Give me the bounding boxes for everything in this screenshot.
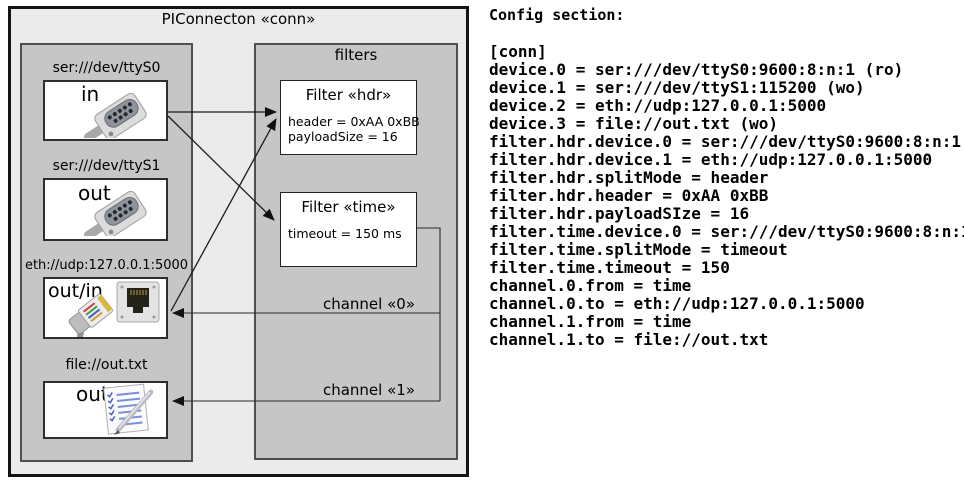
filter-title: Filter «time»	[301, 198, 396, 216]
config-line: filter.time.splitMode = timeout	[489, 240, 788, 259]
device-port-label: out	[76, 382, 109, 406]
device-url-label: eth://udp:127.0.0.1:5000	[24, 258, 189, 273]
config-heading: Config section:	[489, 6, 625, 24]
filter-box-hdr: Filter «hdr» header = 0xAA 0xBB payloadS…	[280, 80, 420, 155]
ethernet-jack-icon	[116, 281, 160, 323]
notepad-icon	[103, 383, 154, 435]
serial-connector-icon	[83, 190, 147, 236]
diagram-title: PIConnecton «conn»	[161, 10, 316, 28]
config-line: filter.hdr.splitMode = header	[489, 168, 769, 187]
filter-attributes: header = 0xAA 0xBB payloadSize = 16	[288, 114, 420, 144]
filter-attributes: timeout = 150 ms	[288, 226, 402, 242]
config-line: channel.0.to = eth://udp:127.0.0.1:5000	[489, 294, 865, 313]
config-line: filter.time.timeout = 150	[489, 258, 730, 277]
config-line: channel.0.from = time	[489, 276, 692, 295]
filter-attribute: payloadSize = 16	[288, 128, 398, 144]
channel-0-label: channel «0»	[322, 295, 415, 313]
device-url-label: ser:///dev/ttyS0	[52, 60, 161, 76]
config-line: channel.1.to = file://out.txt	[489, 330, 769, 349]
device-box-ttys0: in	[43, 80, 168, 141]
device-box-ttys1: out	[43, 178, 168, 241]
config-line: device.2 = eth://udp:127.0.0.1:5000	[489, 96, 827, 115]
filter-title: Filter «hdr»	[305, 86, 392, 104]
config-line: device.1 = ser:///dev/ttyS1:115200 (wo)	[489, 78, 865, 97]
device-port-label: out	[78, 181, 111, 205]
channel-1-label: channel «1»	[322, 381, 415, 399]
config-line: filter.hdr.device.1 = eth://udp:127.0.0.…	[489, 150, 933, 169]
device-port-label: in	[81, 82, 100, 106]
device-box-eth: out/in	[43, 277, 168, 339]
ethernet-plug-icon	[68, 293, 114, 337]
config-line: device.0 = ser:///dev/ttyS0:9600:8:n:1 (…	[489, 60, 904, 79]
filter-attribute: header = 0xAA 0xBB	[288, 114, 420, 129]
config-line: device.3 = file://out.txt (wo)	[489, 114, 778, 133]
config-line: channel.1.from = time	[489, 312, 692, 331]
device-port-label: out/in	[48, 280, 103, 302]
config-line: filter.hdr.header = 0xAA 0xBB	[489, 186, 769, 205]
filters-panel-title: filters	[334, 46, 378, 64]
device-url-label: ser:///dev/ttyS1	[52, 158, 161, 174]
config-line: filter.hdr.payloadSIze = 16	[489, 204, 750, 223]
filter-attribute: timeout = 150 ms	[288, 226, 402, 241]
config-line: filter.hdr.device.0 = ser:///dev/ttyS0:9…	[489, 132, 962, 151]
config-line: filter.time.device.0 = ser:///dev/ttyS0:…	[489, 222, 964, 241]
config-line: [conn]	[489, 42, 547, 61]
connection-diagram: PIConnecton «conn» filters ser:///dev/tt…	[0, 0, 480, 484]
device-box-file: out	[43, 381, 168, 439]
serial-connector-icon	[83, 92, 147, 138]
config-lines: [conn] device.0 = ser:///dev/ttyS0:9600:…	[489, 43, 964, 349]
filter-box-time: Filter «time» timeout = 150 ms	[280, 192, 417, 267]
device-url-label: file://out.txt	[65, 357, 148, 373]
